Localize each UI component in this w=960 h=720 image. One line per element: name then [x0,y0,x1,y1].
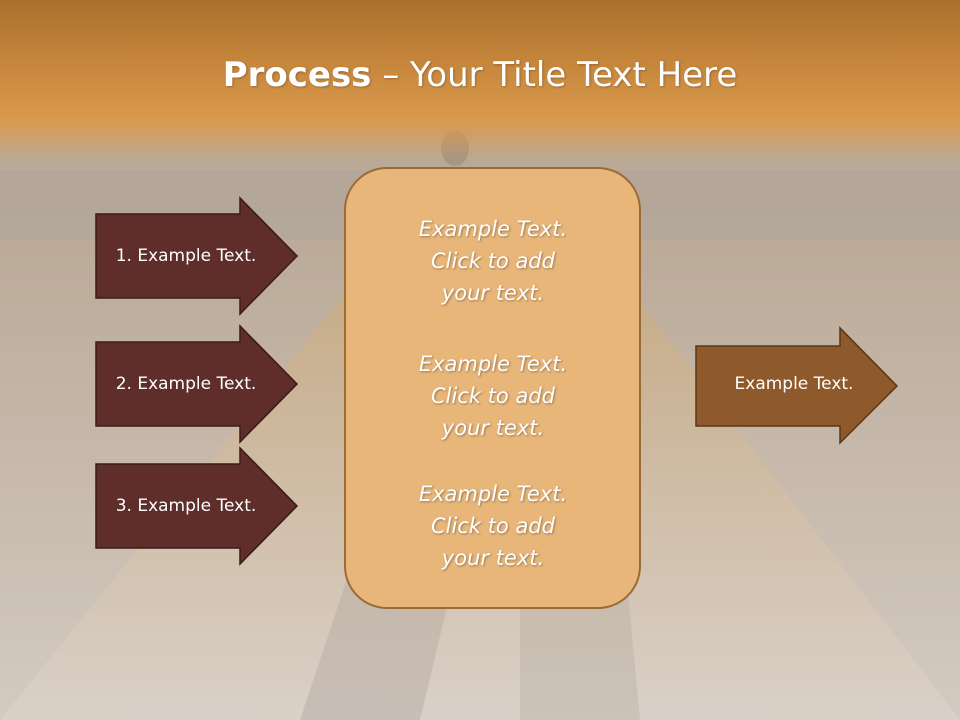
center-text-line: Click to add [430,249,555,273]
title-rest: – Your Title Text Here [371,55,738,95]
center-text-line: Example Text. [418,352,568,376]
center-text-block-3: Example Text. Click to add your text. [346,478,640,574]
left-arrow-1-label: 1. Example Text. [115,246,257,266]
center-text-line: Example Text. [418,217,568,241]
center-box[interactable] [344,167,641,609]
center-text-line: Click to add [430,384,555,408]
left-arrow-1[interactable] [95,196,299,316]
center-text-line: your text. [441,281,545,305]
left-arrow-3-label: 3. Example Text. [115,496,257,516]
left-arrow-2-label: 2. Example Text. [115,374,257,394]
title-band [0,0,960,160]
center-text-block-2: Example Text. Click to add your text. [346,348,640,444]
center-text-line: your text. [441,416,545,440]
left-arrow-3[interactable] [95,446,299,566]
center-text-line: Example Text. [418,482,568,506]
slide-title[interactable]: Process – Your Title Text Here [0,54,960,96]
center-text-block-1: Example Text. Click to add your text. [346,213,640,309]
center-text-line: your text. [441,546,545,570]
title-bold: Process [222,55,372,95]
left-arrow-2[interactable] [95,324,299,444]
right-arrow[interactable] [695,326,899,445]
right-arrow-label: Example Text. [734,374,854,394]
center-text-line: Click to add [430,514,555,538]
